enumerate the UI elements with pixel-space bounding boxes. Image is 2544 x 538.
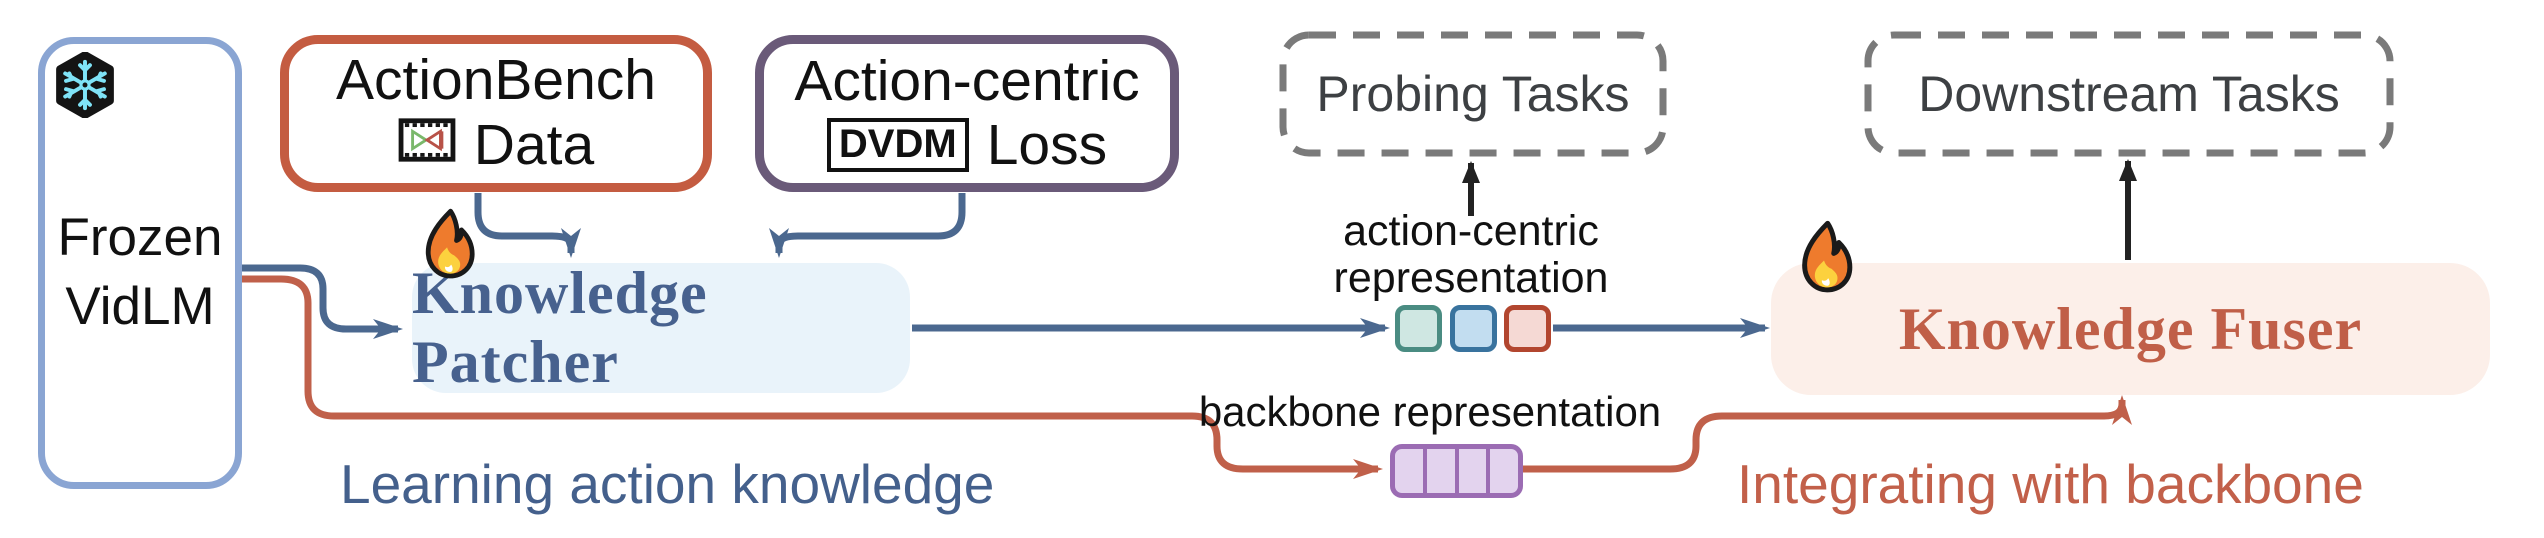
arrow-loss-to-patcher [769, 193, 966, 258]
arrow-frozen-to-patcher [242, 264, 403, 339]
action-token-red [1504, 305, 1551, 352]
repr-label-line1: action-centric [1343, 207, 1599, 255]
arrow-backbone-tokens-to-fuser [1523, 395, 2132, 473]
actionbench-data-box: ActionBench D [280, 35, 712, 192]
snowflake-icon [52, 51, 118, 123]
backbone-representation-label: backbone representation [1198, 388, 1662, 435]
arrow-actionbench-to-patcher [474, 193, 581, 258]
knowledge-fuser-box: Knowledge Fuser [1771, 263, 2490, 395]
film-video-icon [398, 115, 456, 177]
frozen-label-line1: Frozen [57, 208, 223, 267]
frozen-vidlm-label: Frozen VidLM [58, 204, 223, 342]
actionbench-label: ActionBench [335, 47, 657, 112]
downstream-tasks-dashed-border [1864, 31, 2394, 157]
action-centric-representation-label: action-centric representation [1271, 210, 1671, 304]
backbone-token-cells [1390, 444, 1523, 498]
integrating-phase-label: Integrating with backbone [1737, 453, 2364, 515]
frozen-label-line2: VidLM [65, 276, 215, 336]
backbone-cell [1427, 449, 1459, 493]
action-token-blue [1450, 305, 1497, 352]
fire-icon-patcher [420, 208, 478, 285]
knowledge-patcher-label: Knowledge Patcher [412, 260, 708, 395]
downstream-tasks-label: Downstream Tasks [1918, 66, 2340, 122]
knowledge-fuser-label: Knowledge Fuser [1898, 295, 2363, 362]
probing-tasks-box: Probing Tasks [1283, 35, 1663, 153]
fire-icon-fuser [1796, 220, 1856, 299]
backbone-cell [1395, 449, 1427, 493]
repr-label-line2: representation [1333, 254, 1609, 302]
actionbench-data-label: Data [473, 112, 595, 177]
backbone-cell [1490, 449, 1518, 493]
backbone-cell [1459, 449, 1491, 493]
probing-tasks-dashed-border [1279, 31, 1667, 157]
loss-label: Loss [986, 112, 1108, 177]
learning-phase-label: Learning action knowledge [340, 453, 995, 515]
action-centric-label: Action-centric [794, 48, 1140, 113]
dvdm-badge: DVDM [826, 118, 969, 173]
downstream-tasks-box: Downstream Tasks [1868, 35, 2390, 153]
action-token-teal [1395, 305, 1442, 352]
arrow-frozen-to-backbone-tokens [242, 275, 1383, 479]
probing-tasks-label: Probing Tasks [1316, 66, 1630, 122]
frozen-vidlm-box: Frozen VidLM [38, 37, 242, 489]
action-centric-loss-box: Action-centric DVDM Loss [755, 35, 1179, 192]
knowledge-patcher-box: Knowledge Patcher [412, 260, 910, 395]
